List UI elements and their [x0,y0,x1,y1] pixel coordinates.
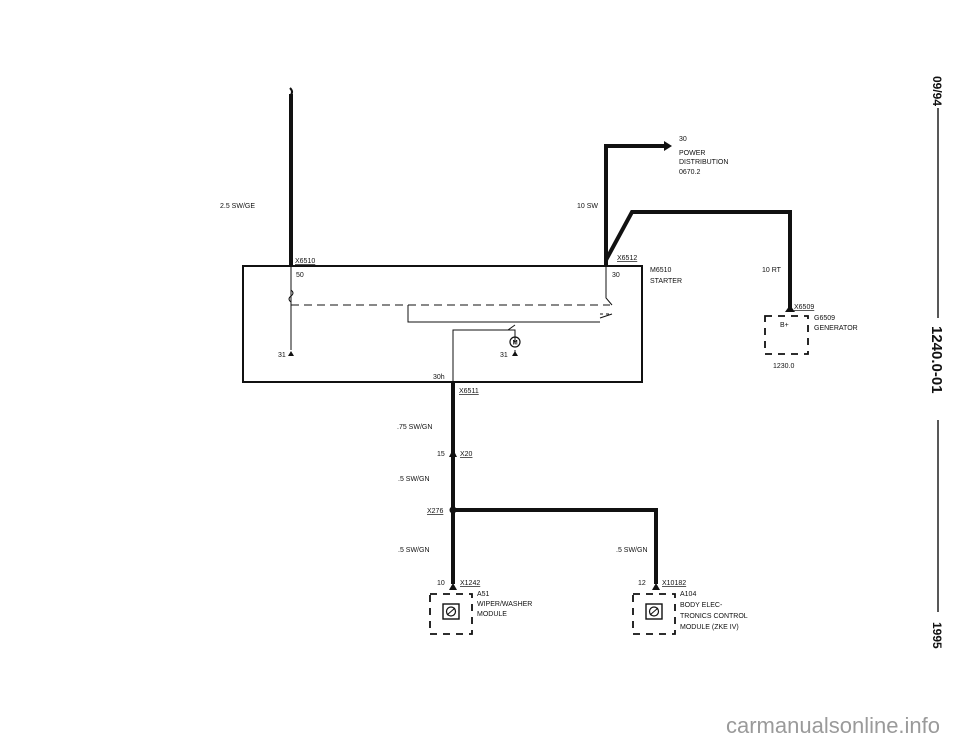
wiper-id: A51 [477,591,490,598]
starter-internal-circuit [288,283,613,382]
side-date: 09/94 [930,76,944,106]
generator-box [764,305,809,355]
body-line1: BODY ELEC- [680,602,723,609]
power-distribution-ref: 0670.2 [679,169,701,176]
body-id: A104 [680,591,696,598]
starter-pin-30: 30 [612,272,620,279]
left-feed-wire [289,87,293,266]
x20-label: X20 [460,451,473,458]
power-pin-label: 30 [679,136,687,143]
starter-ground-left: 31 [278,352,286,359]
body-pin: 12 [638,580,646,587]
body-module-box [632,583,676,635]
side-year: 1995 [930,622,944,649]
wire-75-label: .75 SW/GN [397,424,432,431]
power-distribution-subtitle: DISTRIBUTION [679,159,728,166]
body-connector: X10182 [662,580,686,587]
generator-name: GENERATOR [814,325,858,332]
starter-ground-right: 31 [500,352,508,359]
generator-terminal: B+ [780,322,789,329]
generator-id: G6509 [814,315,835,322]
x276-splice [449,506,658,584]
wire-5-right-label: .5 SW/GN [616,547,648,554]
starter-connector-left: X6510 [295,258,315,265]
starter-name: STARTER [650,278,682,285]
starter-box [242,265,643,383]
top-right-wire-label: 10 SW [577,203,598,210]
wiper-module-icon [442,603,460,620]
starter-connector-right: X6512 [617,255,637,262]
body-line3: MODULE (ZKE IV) [680,624,739,631]
starter-pin-30h: 30h [433,374,445,381]
generator-ref: 1230.0 [773,363,795,370]
power-distribution-wire [604,141,672,266]
wiper-module-box [429,583,473,635]
generator-wire-label: 10 RT [762,267,782,274]
starter-motor-symbol: M [509,336,521,348]
wiper-connector: X1242 [460,580,480,587]
wiper-line1: WIPER/WASHER [477,601,532,608]
starter-id: M6510 [650,267,672,274]
wire-5-left-label: .5 SW/GN [398,547,430,554]
generator-wire [604,210,792,310]
watermark: carmanualsonline.info [726,713,940,738]
starter-pin-50: 50 [296,272,304,279]
x276-label: X276 [427,508,443,515]
x20-pin: 15 [437,451,445,458]
body-module-icon [645,603,663,620]
wire-5-upper-label: .5 SW/GN [398,476,430,483]
side-doc-number: 1240.0-01 [928,326,945,394]
wiper-pin: 10 [437,580,445,587]
wiper-line2: MODULE [477,611,507,618]
x20-connector [449,449,457,457]
body-line2: TRONICS CONTROL [680,613,748,620]
power-distribution-title: POWER [679,150,705,157]
svg-text:M: M [513,341,518,347]
starter-connector-bottom: X6511 [459,388,479,395]
ground-symbols [288,351,518,356]
generator-connector: X6509 [794,304,814,311]
left-wire-label: 2.5 SW/GE [220,203,255,210]
